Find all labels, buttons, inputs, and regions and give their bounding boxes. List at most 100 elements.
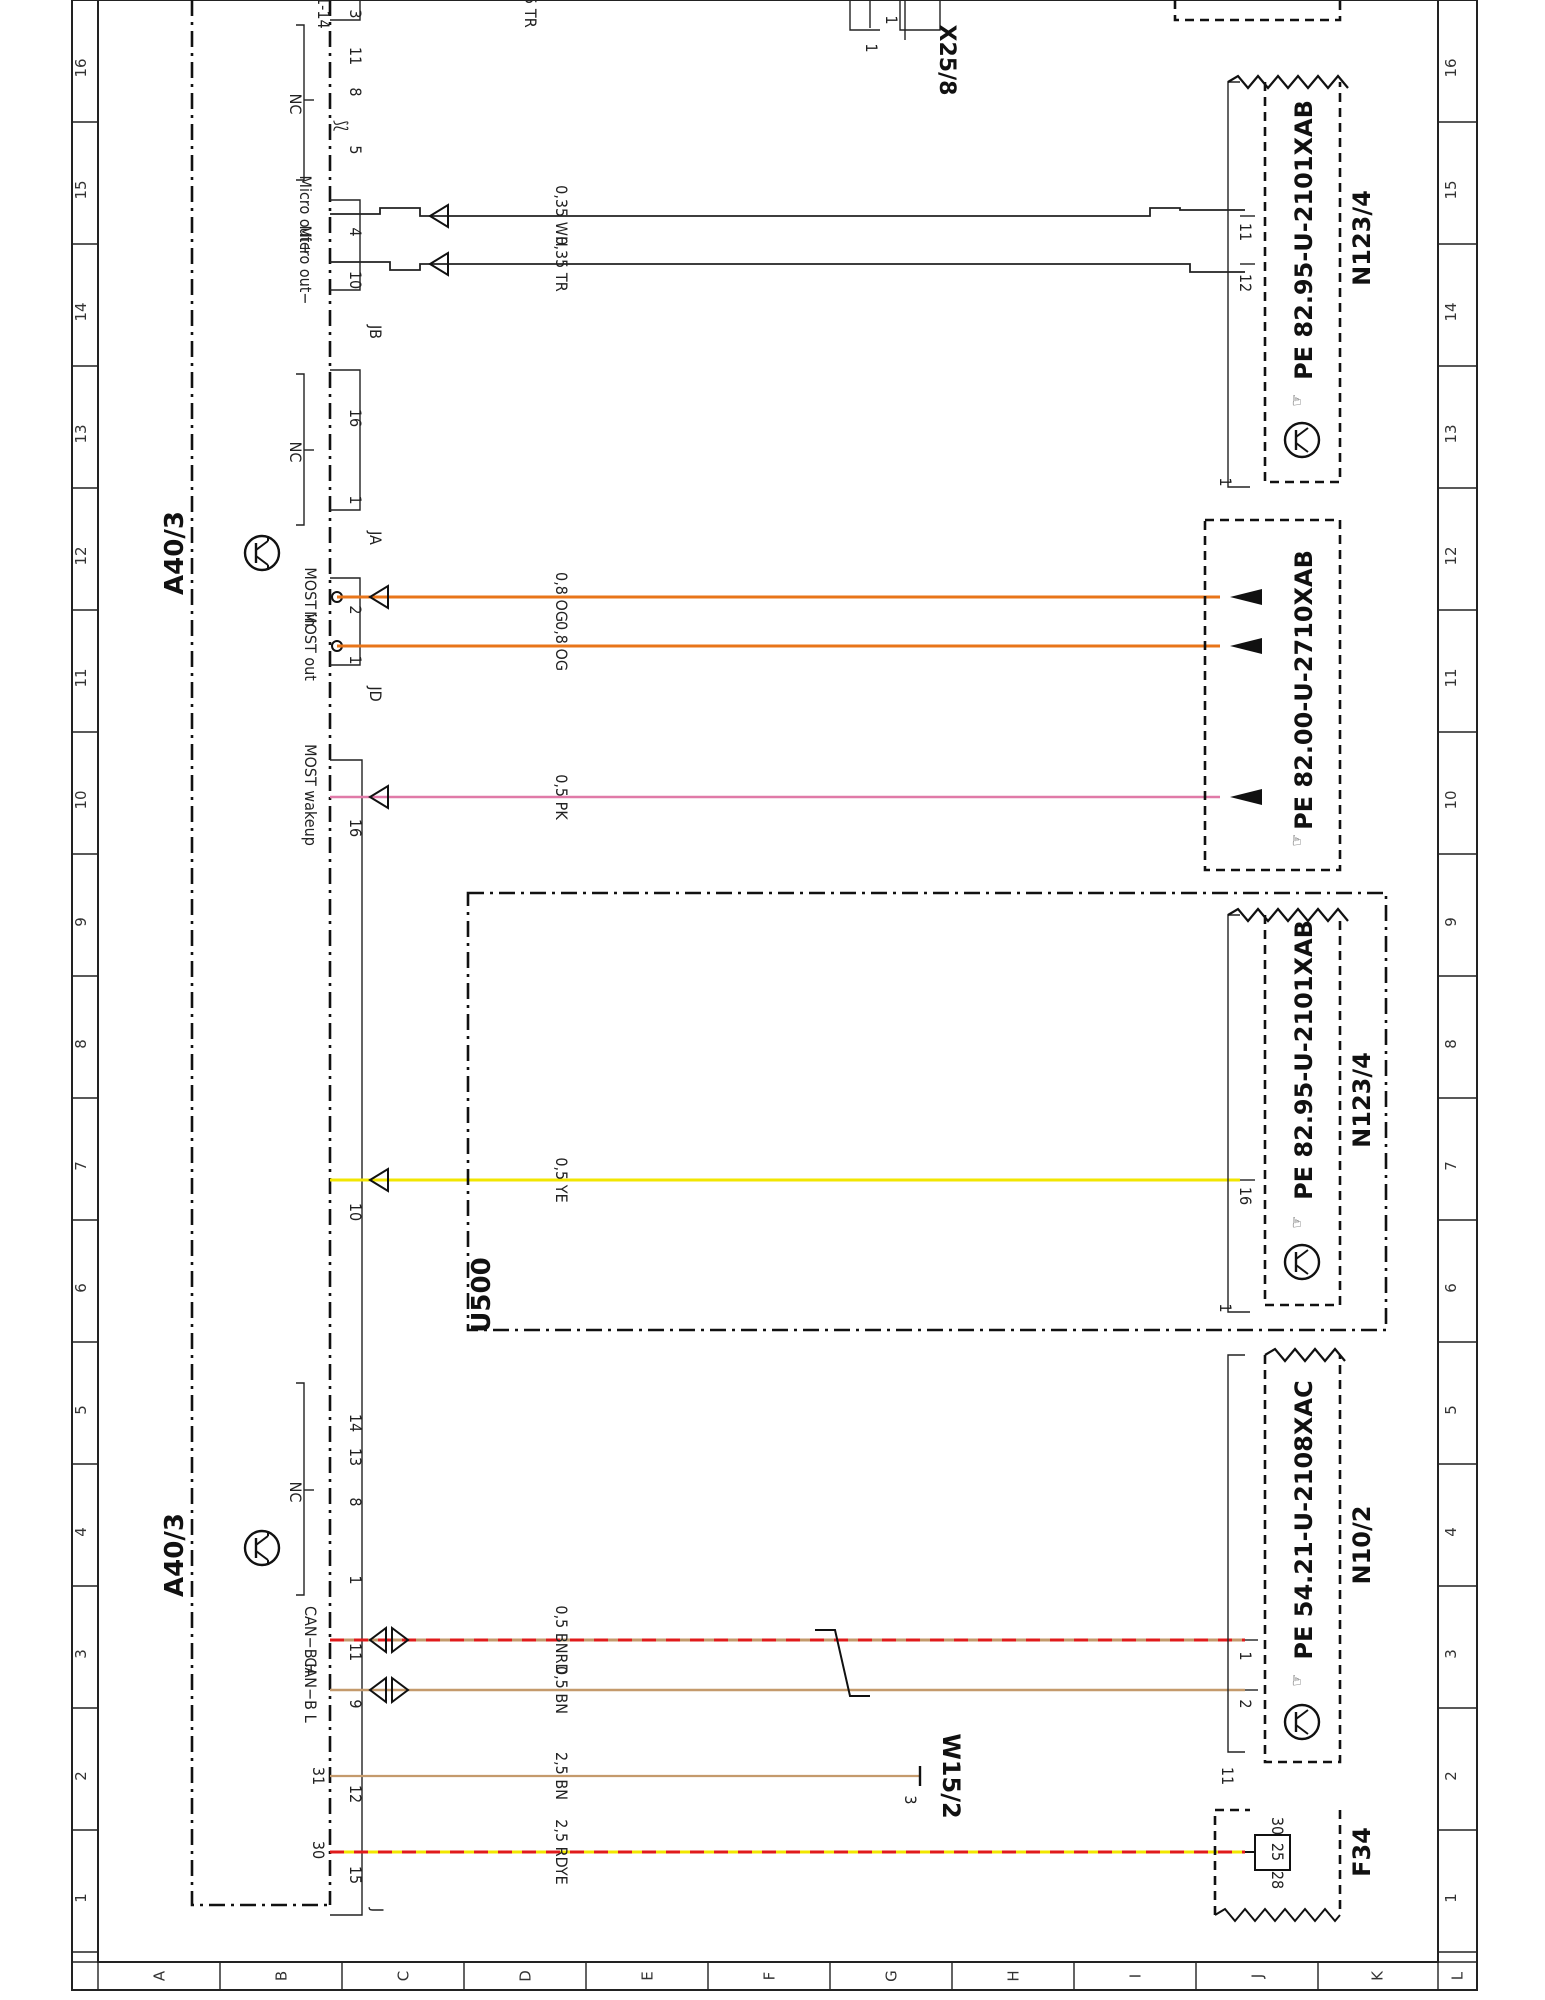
row-label-right-10: 10 <box>1442 790 1460 809</box>
row-label-right-9: 9 <box>1442 917 1460 927</box>
transistor-icon <box>1283 1703 1321 1741</box>
col-label-l: L <box>1449 1971 1467 1980</box>
row-label-9: 9 <box>72 917 90 927</box>
col-label-b: B <box>273 1971 291 1981</box>
row-label-6: 6 <box>72 1283 90 1293</box>
connector-jd <box>330 577 361 666</box>
wire-arrow-icon <box>428 203 449 277</box>
pin-j-12: 12 <box>346 1785 365 1803</box>
connector-jb <box>330 0 361 291</box>
connector-j-label: J <box>368 1907 387 1912</box>
fuse-f34-label: F34 <box>1348 1827 1376 1877</box>
a40-3-module-outline <box>190 0 332 1907</box>
row-label-5: 5 <box>72 1405 90 1415</box>
connector-ja-label: JA <box>366 530 385 545</box>
signal-p1-14: P1-14 <box>314 0 333 29</box>
module-u500 <box>466 891 1388 1332</box>
pin-j-1: 1 <box>346 1575 365 1584</box>
row-label-right-4: 4 <box>1442 1527 1460 1537</box>
pin-jb-4: 4 <box>346 227 365 236</box>
col-label-i: I <box>1127 1974 1145 1978</box>
pin-n10-11: 11 <box>1218 1767 1237 1785</box>
wire-label-top-tr: 0,35 TR <box>521 0 540 28</box>
pin-n10-2: 2 <box>1236 1699 1255 1708</box>
wire-most-in <box>337 584 1262 610</box>
row-label-right-14: 14 <box>1442 302 1460 321</box>
reference-n82: PE 82.00-U-2710XAB <box>1290 550 1318 830</box>
signal-31: 31 <box>309 1767 328 1785</box>
module-n123-4-top <box>1227 74 1349 488</box>
pin-ja-1: 1 <box>346 495 365 504</box>
signal-can-b-h: CAN−B H <box>301 1606 320 1674</box>
row-label-1: 1 <box>72 1893 90 1903</box>
pin-jb-8: 8 <box>346 87 365 96</box>
pin-ja-16: 16 <box>346 409 365 427</box>
wire-label-ye: 0,5 YE <box>552 1157 571 1202</box>
signal-micro-out-minus: Micro out− <box>296 226 315 305</box>
row-label-right-13: 13 <box>1442 424 1460 443</box>
a40-3-label-top: A40/3 <box>160 511 190 595</box>
pin-j-9: 9 <box>346 1699 365 1708</box>
wire-ye <box>330 1167 1240 1193</box>
wire-most-wakeup <box>330 784 1262 810</box>
row-label-2: 2 <box>72 1771 90 1781</box>
pin-jb-11: 11 <box>346 47 365 65</box>
pin-x25-1b: 1 <box>882 15 901 24</box>
pin-f34-30: 30 <box>1268 1817 1287 1835</box>
pin-x25-1: 1 <box>862 43 881 52</box>
wire-can-b-h <box>330 1626 1245 1654</box>
module-n10-2-label: N10/2 <box>1348 1506 1376 1585</box>
pin-j-15: 15 <box>346 1866 365 1884</box>
module-n123-4-mid <box>1227 907 1349 1313</box>
module-n123-4-top-label: N123/4 <box>1348 190 1376 286</box>
wire-can-b-l <box>330 1676 1245 1704</box>
row-label-10: 10 <box>72 790 90 809</box>
wire-label-bn25: 2,5 BN <box>552 1752 571 1800</box>
reference-n123-mid: PE 82.95-U-2101XAB <box>1290 920 1318 1200</box>
row-label-12: 12 <box>72 546 90 565</box>
row-label-11: 11 <box>72 668 90 687</box>
wire-micro-out-plus <box>330 207 1245 217</box>
col-label-h: H <box>1005 1970 1023 1981</box>
module-u500-label: U500 <box>467 1257 497 1332</box>
pin-j-13: 13 <box>346 1448 365 1466</box>
signal-can-b-l: CAN−B L <box>301 1657 320 1722</box>
row-label-right-5: 5 <box>1442 1405 1460 1415</box>
nc-label: NC <box>286 94 305 115</box>
wire-label-rdye: 2,5 RDYE <box>552 1819 571 1885</box>
grid-col-labels: A B C D E F G H I J K L <box>151 1970 1467 1982</box>
signal-micro-out-plus: Micro out+ <box>296 176 315 255</box>
row-label-right-7: 7 <box>1442 1161 1460 1171</box>
row-label-8: 8 <box>72 1039 90 1049</box>
module-n10-2 <box>1227 1347 1346 1764</box>
wire-label-pk: 0,5 PK <box>552 774 571 820</box>
reference-box-most <box>1203 518 1342 872</box>
connector-jb-label: JB <box>366 324 385 339</box>
wire-micro-out-minus <box>330 261 1245 273</box>
pointing-hand-icon: ☞ <box>1287 394 1306 407</box>
transistor-icon <box>243 534 281 572</box>
row-label-15: 15 <box>72 180 90 199</box>
pointing-hand-icon: ☞ <box>1287 834 1306 847</box>
pin-j-8: 8 <box>346 1497 365 1506</box>
wire-label-og-in: 0,8 OG <box>552 572 571 622</box>
row-label-16: 16 <box>72 58 90 77</box>
pin-j-14: 14 <box>346 1414 365 1432</box>
transistor-icon <box>1283 1243 1321 1281</box>
ground-point-w15-2-label: W15/2 <box>937 1733 965 1818</box>
row-label-3: 3 <box>72 1649 90 1659</box>
connector-ja <box>296 369 361 526</box>
pin-jd-2: 2 <box>346 605 365 614</box>
pointing-hand-icon: ☞ <box>1287 1674 1306 1687</box>
module-outline-top-right <box>1173 0 1342 22</box>
w15-2-pin: 3 <box>901 1795 920 1804</box>
nc-label: NC <box>286 442 305 463</box>
row-label-14: 14 <box>72 302 90 321</box>
reference-n123-top: PE 82.95-U-2101XAB <box>1290 100 1318 380</box>
row-label-right-12: 12 <box>1442 546 1460 565</box>
row-label-7: 7 <box>72 1161 90 1171</box>
grid-col-ticks <box>219 1962 1319 1990</box>
signal-most-in: MOST in <box>301 567 320 626</box>
pin-jb-3: 3 <box>346 9 365 18</box>
